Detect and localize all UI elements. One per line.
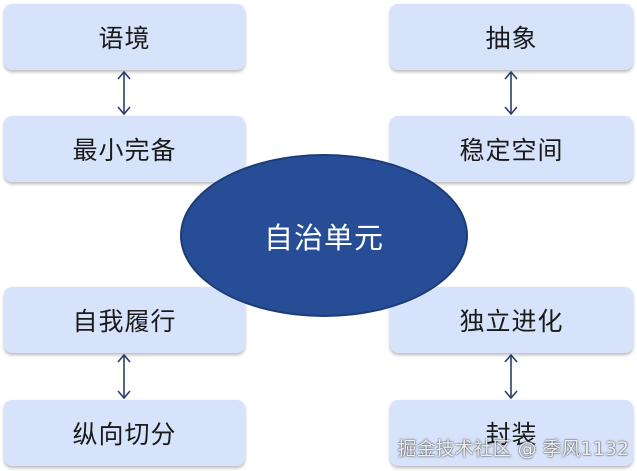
bidirectional-arrow-right-top bbox=[504, 70, 518, 116]
node-minimal-complete: 最小完备 bbox=[4, 116, 245, 182]
watermark-text: 掘金技术社区 @ 季风1132 bbox=[397, 438, 629, 460]
bidirectional-arrow-left-top bbox=[117, 70, 131, 116]
node-self-fulfillment: 自我履行 bbox=[4, 287, 245, 353]
center-autonomous-unit: 自治单元 bbox=[180, 154, 468, 317]
node-independent-evolution: 独立进化 bbox=[390, 287, 633, 353]
node-encapsulation: 封装 bbox=[390, 400, 633, 466]
bidirectional-arrow-left-bottom bbox=[117, 353, 131, 400]
node-vertical-split: 纵向切分 bbox=[4, 400, 245, 466]
node-stable-space: 稳定空间 bbox=[390, 116, 633, 182]
bidirectional-arrow-right-bottom bbox=[504, 353, 518, 400]
node-abstraction: 抽象 bbox=[390, 4, 633, 70]
node-context: 语境 bbox=[4, 4, 245, 70]
